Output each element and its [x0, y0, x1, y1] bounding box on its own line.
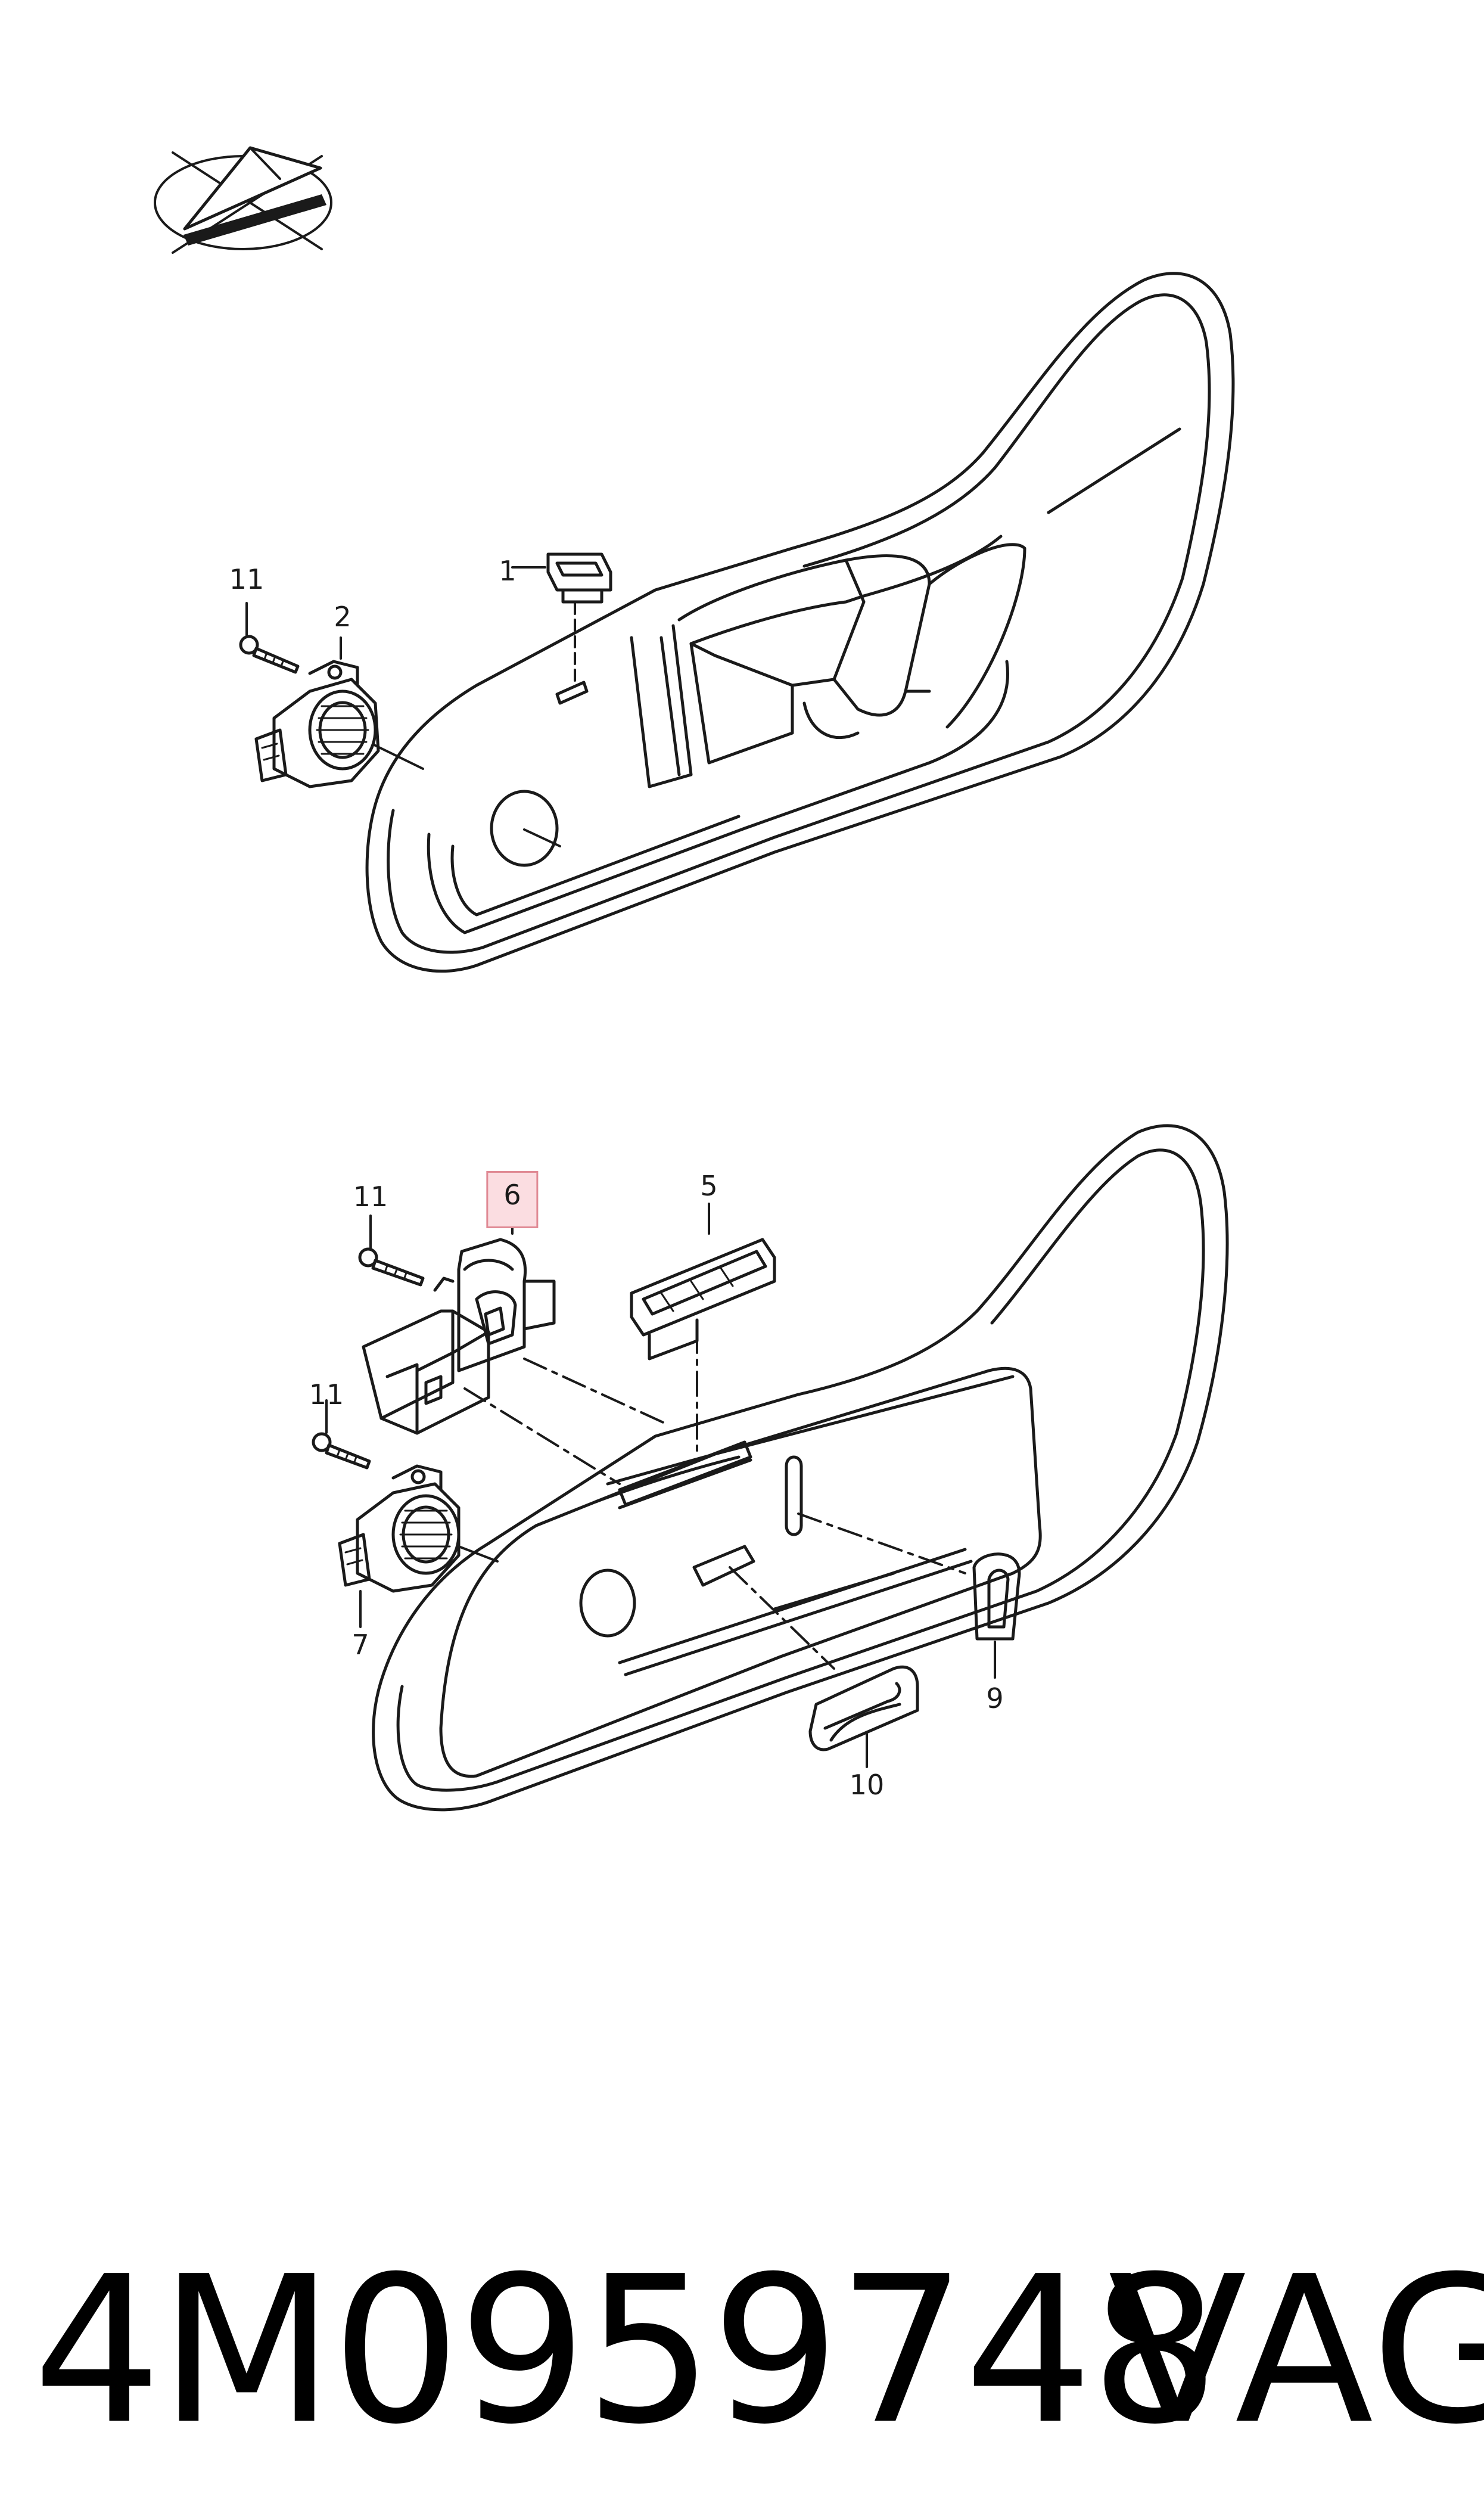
screw-11-lower	[313, 1400, 369, 1468]
assembly-lines	[465, 1329, 965, 1669]
callout-2: 2	[334, 601, 351, 633]
callout-5: 5	[700, 1170, 718, 1202]
callout-6-highlighted[interactable]: 6	[486, 1171, 539, 1228]
part-5-switch-panel	[631, 1204, 774, 1359]
callout-11-lower: 11	[309, 1378, 344, 1411]
lower-seat-trim-panel	[374, 1126, 1227, 1810]
callout-9: 9	[986, 1682, 1004, 1714]
callout-11-middle: 11	[353, 1181, 388, 1213]
part-6-seat-switch	[363, 1219, 554, 1433]
callout-1: 1	[499, 555, 517, 587]
part-7-rotary-adjuster	[340, 1466, 459, 1627]
part-number: 4M0959748	[33, 2233, 1219, 2469]
callout-11-upper: 11	[229, 563, 265, 595]
part-9-cap	[974, 1554, 1019, 1678]
brand-name: VAG	[1108, 2233, 1484, 2469]
footer-caption: 4M0959748 VAG	[0, 2193, 1484, 2519]
screw-11-upper	[241, 603, 298, 672]
part-2-rotary-adjuster	[256, 638, 378, 787]
part-1-switch-cap	[512, 554, 611, 685]
callout-10: 10	[849, 1769, 885, 1801]
upper-seat-trim-panel	[367, 274, 1233, 971]
orientation-icon	[155, 148, 331, 253]
screw-11-middle	[360, 1216, 423, 1285]
exploded-parts-diagram: 1 2 11 11 11 6 5 7 9 10	[0, 0, 1484, 2175]
part-10-handle-cover	[810, 1667, 917, 1767]
callout-7: 7	[351, 1629, 369, 1661]
